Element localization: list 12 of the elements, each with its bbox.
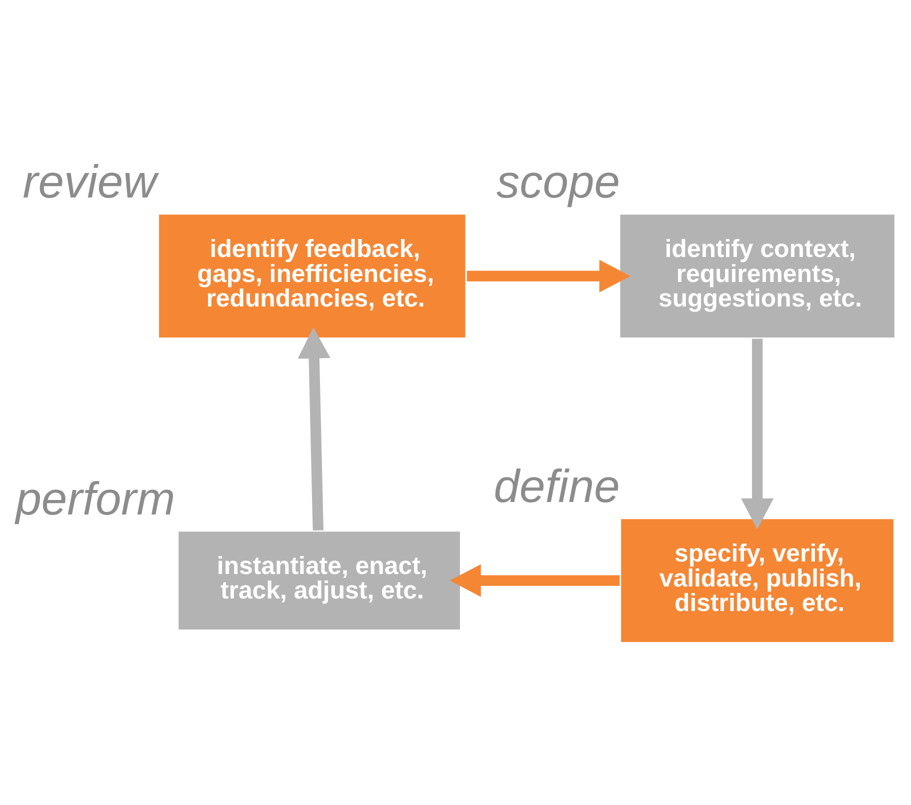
- node-label: scope: [496, 155, 620, 208]
- node-box: instantiate, enact, track, adjust, etc.: [176, 530, 462, 632]
- node-label: review: [22, 155, 157, 208]
- arrow: [298, 327, 330, 530]
- arrow: [741, 338, 774, 530]
- node-label: perform: [16, 472, 176, 524]
- node-box: identify feedback, gaps, inefficiencies, redundancies, etc.: [157, 212, 468, 340]
- node-label: define: [494, 460, 620, 512]
- arrow: [450, 564, 620, 597]
- arrow: [466, 260, 630, 292]
- node-box: identify context, requirements, suggestions, etc.: [618, 212, 896, 340]
- node-box: specify, verify, validate, publish, distribute, etc.: [619, 517, 896, 644]
